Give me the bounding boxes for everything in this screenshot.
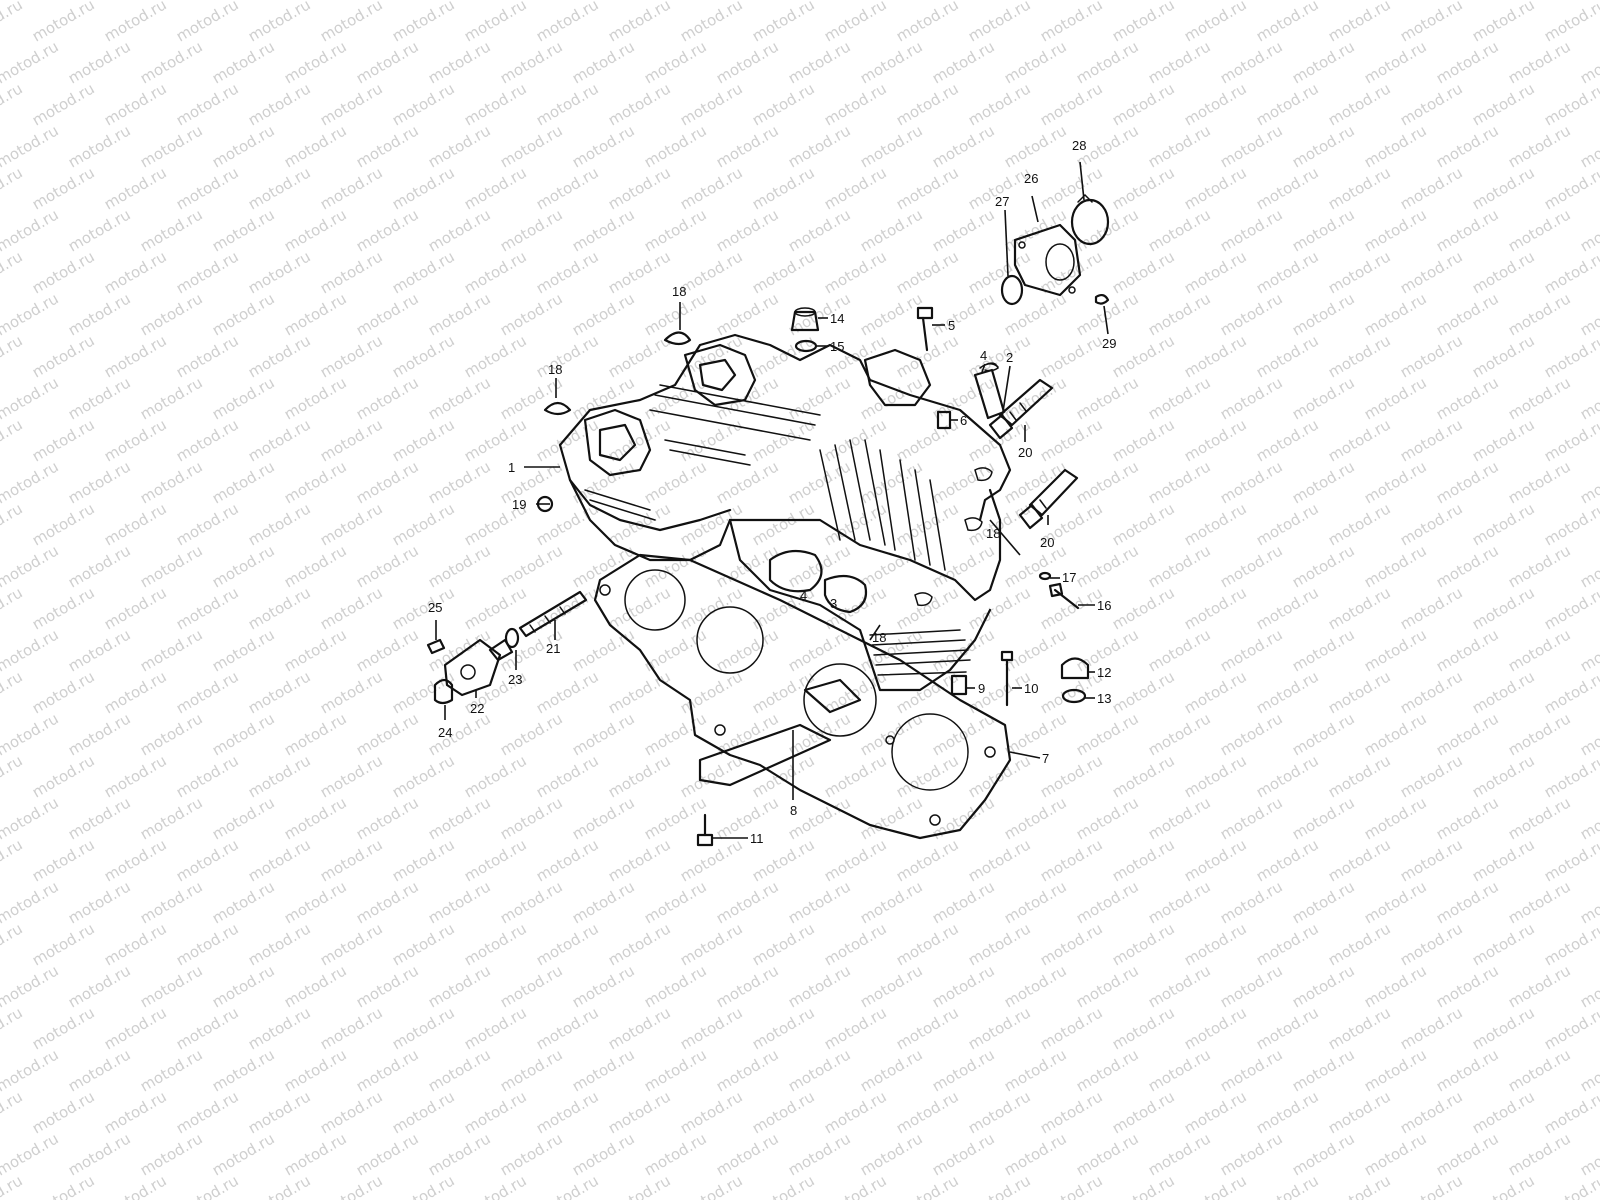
callout-12: 12 bbox=[1097, 665, 1111, 680]
stud-bolt-5 bbox=[916, 306, 934, 352]
callout-28: 28 bbox=[1072, 138, 1086, 153]
stud-bolt-10 bbox=[1000, 650, 1014, 707]
callout-4-lower: 4 bbox=[800, 588, 807, 603]
callout-20-upper: 20 bbox=[1018, 445, 1032, 460]
callout-8: 8 bbox=[790, 803, 797, 818]
callout-19: 19 bbox=[512, 497, 526, 512]
intake-pipe-26 bbox=[1013, 223, 1082, 297]
cap-nut-14 bbox=[790, 307, 820, 332]
callout-18-right: 18 bbox=[986, 526, 1000, 541]
callout-10: 10 bbox=[1024, 681, 1038, 696]
callout-1: 1 bbox=[508, 460, 515, 475]
callout-2: 2 bbox=[1006, 350, 1013, 365]
callout-11: 11 bbox=[750, 831, 764, 846]
callout-labels: 1 2 3 4 4 5 6 7 8 9 10 11 12 13 14 15 16… bbox=[428, 138, 1116, 846]
plug-tube bbox=[973, 363, 1006, 420]
callout-21: 21 bbox=[546, 641, 560, 656]
callout-27: 27 bbox=[995, 194, 1009, 209]
washer-17 bbox=[1038, 571, 1052, 581]
clamp-28 bbox=[1070, 193, 1110, 246]
callout-7: 7 bbox=[1042, 751, 1049, 766]
dowel-9 bbox=[950, 674, 968, 696]
screw-29 bbox=[1094, 293, 1110, 305]
washer-15 bbox=[794, 339, 818, 353]
callout-18-front: 18 bbox=[872, 630, 886, 645]
cap-24 bbox=[433, 678, 454, 705]
oring-27 bbox=[1000, 274, 1024, 306]
washer-13 bbox=[1061, 688, 1087, 704]
spark-plug-upper bbox=[988, 378, 1054, 440]
callout-29: 29 bbox=[1102, 336, 1116, 351]
callout-9: 9 bbox=[978, 681, 985, 696]
callout-6: 6 bbox=[960, 413, 967, 428]
callout-18-top: 18 bbox=[672, 284, 686, 299]
callout-4-upper: 4 bbox=[980, 348, 987, 363]
half-moon-plug-18a bbox=[663, 331, 692, 346]
callout-17: 17 bbox=[1062, 570, 1076, 585]
watermark-text: motod.ru bbox=[1577, 0, 1600, 3]
callout-3: 3 bbox=[830, 596, 837, 611]
cam-drive-shaft-21 bbox=[518, 590, 588, 638]
callout-26: 26 bbox=[1024, 171, 1038, 186]
callout-16: 16 bbox=[1097, 598, 1111, 613]
bolt-11 bbox=[696, 813, 714, 847]
oring-23 bbox=[504, 627, 520, 649]
dowel-6 bbox=[936, 410, 952, 430]
callout-22: 22 bbox=[470, 701, 484, 716]
cap-nut-12 bbox=[1060, 657, 1090, 680]
bolt-16 bbox=[1048, 582, 1080, 610]
callout-15: 15 bbox=[830, 339, 844, 354]
half-moon-plug-18b bbox=[543, 401, 572, 416]
cylinder-head bbox=[558, 333, 1012, 692]
callout-5: 5 bbox=[948, 318, 955, 333]
callout-24: 24 bbox=[438, 725, 452, 740]
callout-14: 14 bbox=[830, 311, 844, 326]
callout-13: 13 bbox=[1097, 691, 1111, 706]
callout-18-left: 18 bbox=[548, 362, 562, 377]
callout-23: 23 bbox=[508, 672, 522, 687]
callout-20-lower: 20 bbox=[1040, 535, 1054, 550]
cam-chain-gasket bbox=[698, 723, 832, 787]
tach-gear-housing-22 bbox=[443, 638, 514, 697]
callout-25: 25 bbox=[428, 600, 442, 615]
screw-25 bbox=[426, 638, 446, 655]
